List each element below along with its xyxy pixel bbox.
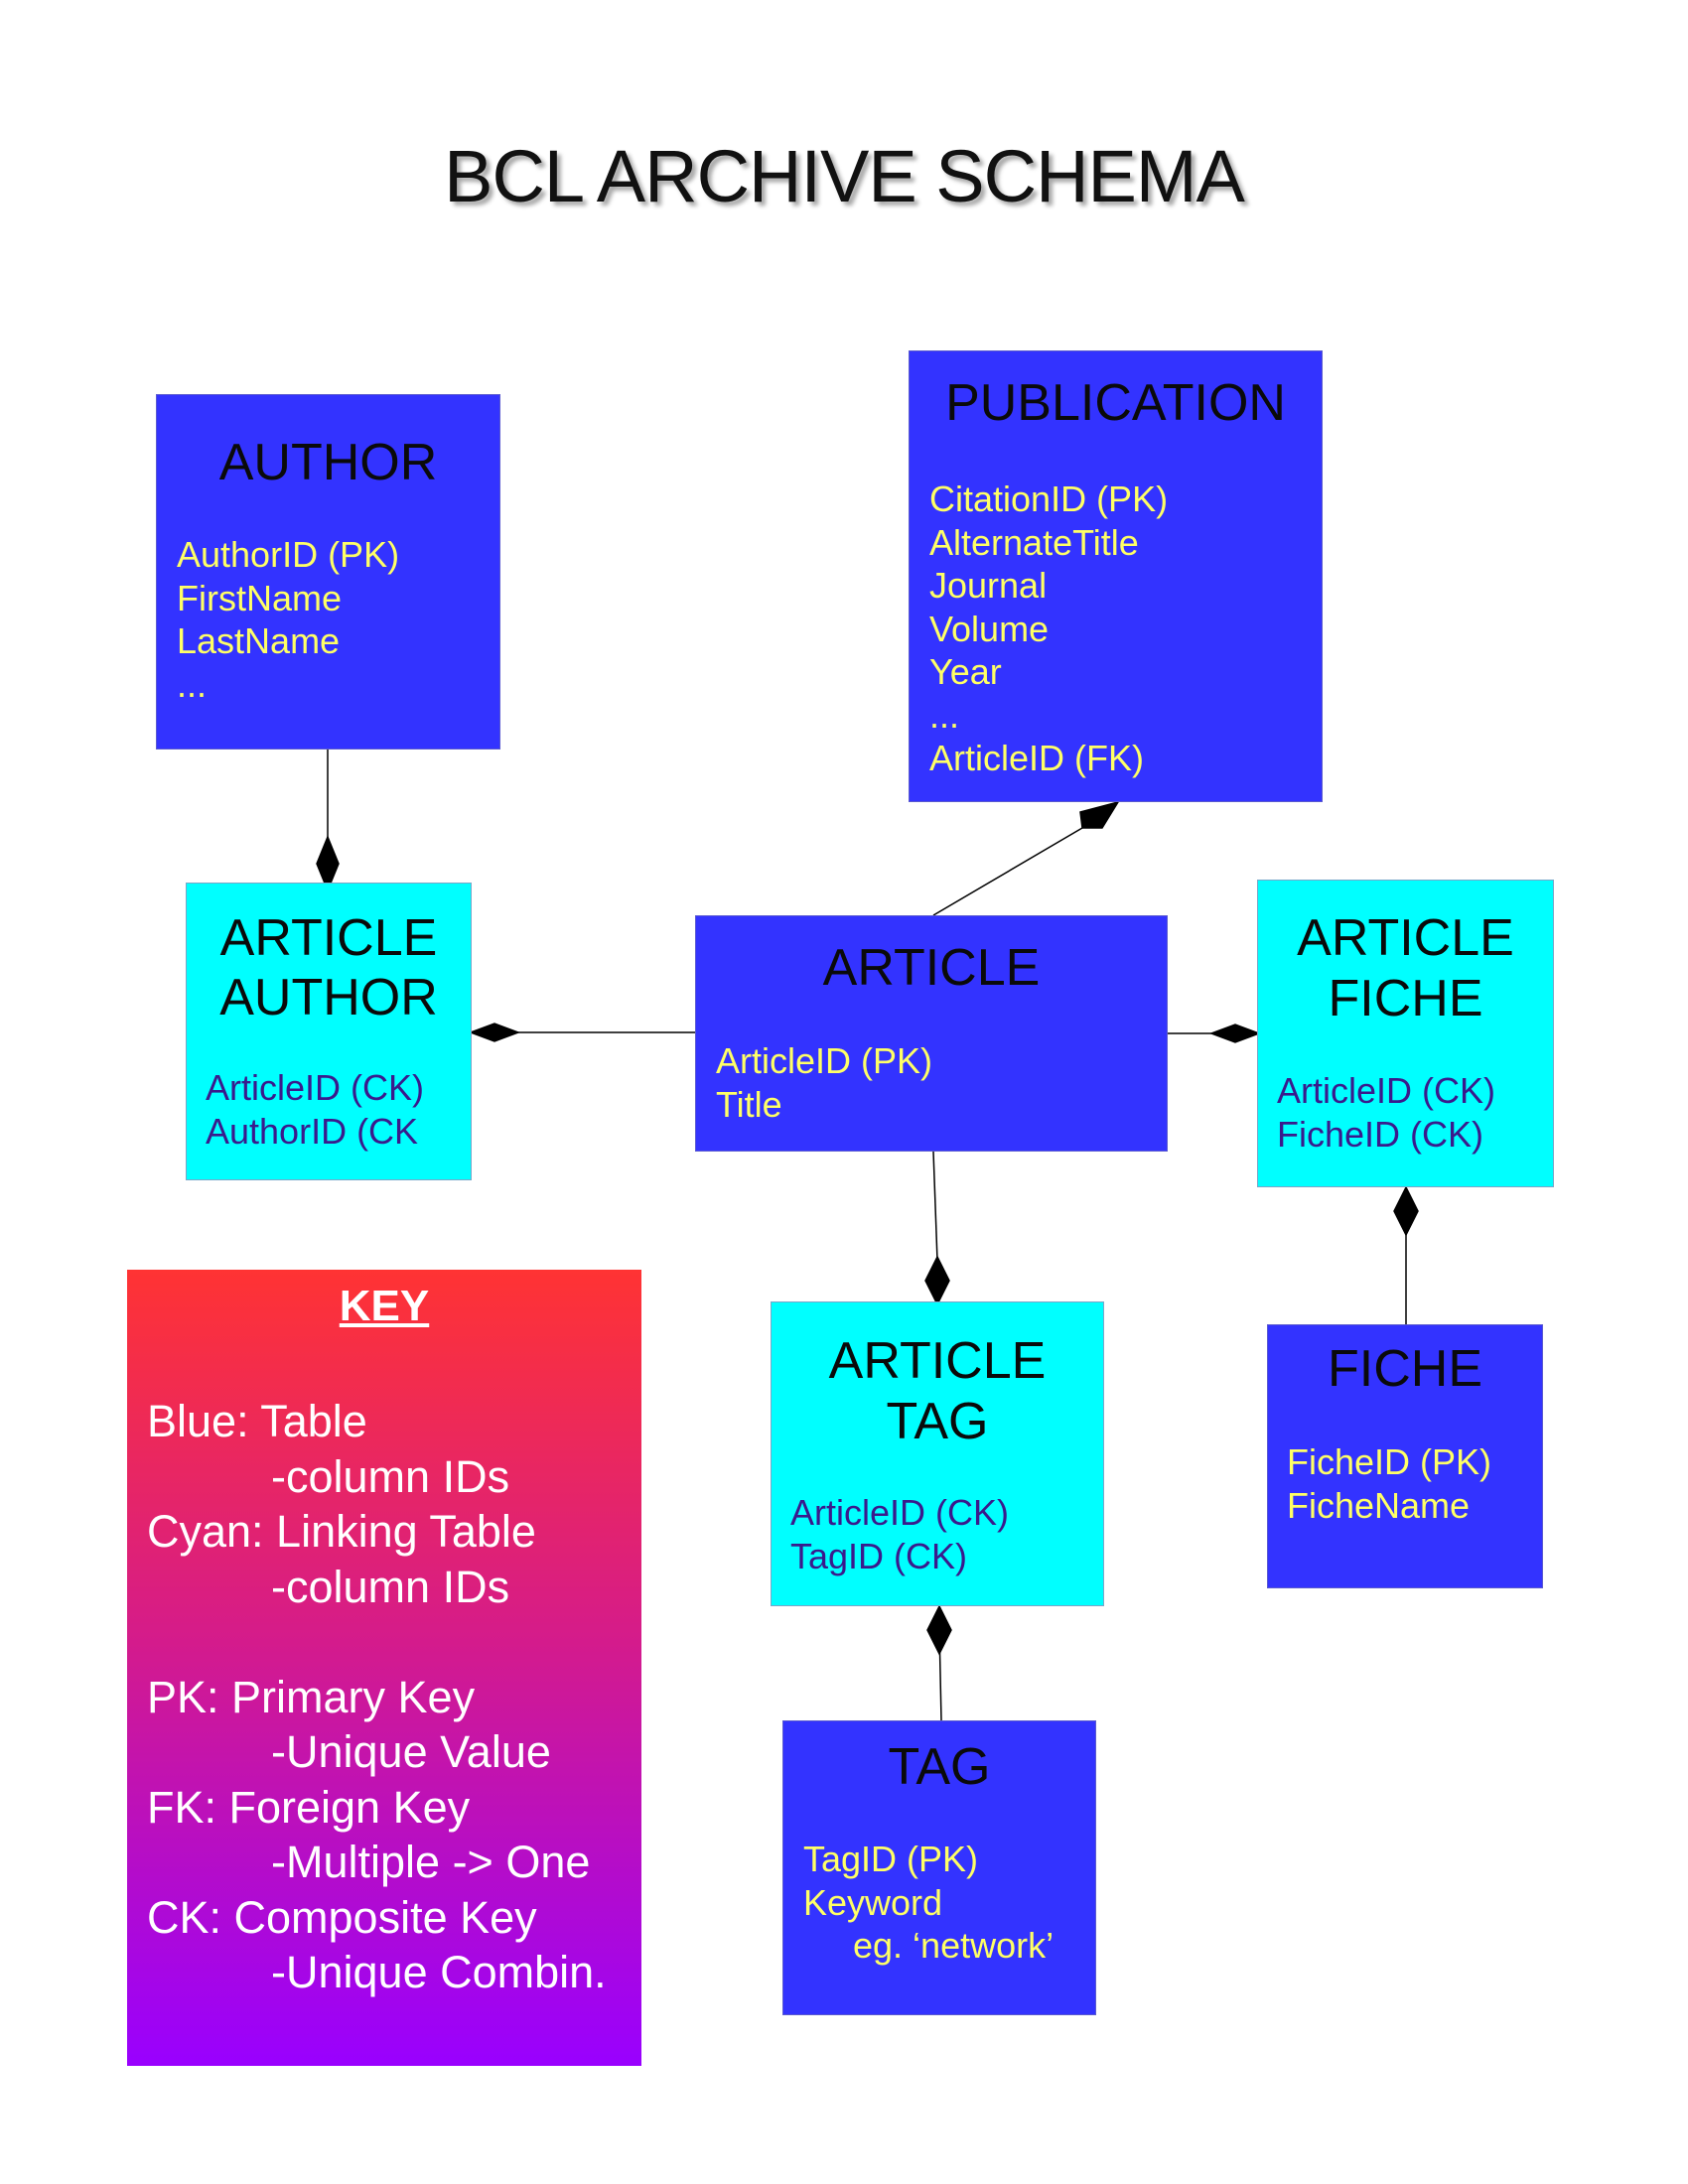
link-article-publication xyxy=(932,827,1083,916)
diamond-articlefiche-left xyxy=(1208,1024,1262,1043)
field: TagID (CK) xyxy=(790,1535,968,1576)
field: FicheID (CK) xyxy=(1277,1113,1484,1155)
diamond-publication-bottom xyxy=(1079,800,1120,829)
table-title: TAG xyxy=(888,1738,991,1796)
field: TagID (PK) xyxy=(803,1839,979,1879)
table-publication: PUBLICATION CitationID (PK) AlternateTit… xyxy=(909,350,1323,802)
key-legend: KEY Blue: Table -column IDs Cyan: Linkin… xyxy=(127,1270,641,2066)
field: Journal xyxy=(929,565,1048,606)
table-title-line2: TAG xyxy=(886,1393,989,1450)
linking-table-article-tag: ARTICLE TAG ArticleID (CK) TagID (CK) xyxy=(771,1301,1104,1606)
table-title-line1: ARTICLE xyxy=(1297,909,1514,967)
diamond-articlefiche-bottom xyxy=(1393,1185,1419,1237)
field: ArticleID (CK) xyxy=(1277,1070,1496,1111)
field-list: ArticleID (PK) Title xyxy=(716,1039,932,1126)
field: AuthorID (PK) xyxy=(177,534,400,575)
field: Title xyxy=(716,1083,782,1125)
linking-table-article-author: ARTICLE AUTHOR ArticleID (CK) AuthorID (… xyxy=(186,883,472,1180)
field-list: ArticleID (CK) AuthorID (CK xyxy=(206,1066,424,1153)
key-line: FK: Foreign Key xyxy=(147,1781,471,1833)
field: ArticleID (FK) xyxy=(929,738,1144,778)
field-list: FicheID (PK) FicheName xyxy=(1287,1440,1491,1527)
field: ArticleID (PK) xyxy=(716,1040,933,1081)
table-title: FICHE xyxy=(1328,1340,1482,1398)
field: eg. ‘network’ xyxy=(803,1925,1055,1966)
table-fiche: FICHE FicheID (PK) FicheName xyxy=(1267,1324,1543,1588)
field: Keyword xyxy=(803,1881,943,1923)
field: ... xyxy=(929,694,960,736)
table-title-line2: FICHE xyxy=(1328,970,1483,1027)
diamond-articletag-bottom xyxy=(926,1604,952,1656)
field-list: ArticleID (CK) TagID (CK) xyxy=(790,1491,1009,1577)
field-list: CitationID (PK) AlternateTitle Journal V… xyxy=(929,478,1168,780)
key-heading: KEY xyxy=(339,1282,430,1330)
table-title-line2: AUTHOR xyxy=(219,969,438,1026)
key-line: CK: Composite Key xyxy=(147,1891,537,1943)
diamond-articleauthor-right xyxy=(468,1023,521,1042)
field: FicheID (PK) xyxy=(1287,1441,1492,1482)
table-title-line1: ARTICLE xyxy=(828,1332,1047,1390)
field: Volume xyxy=(929,608,1050,649)
table-title: ARTICLE xyxy=(822,939,1041,997)
table-author: AUTHOR AuthorID (PK) FirstName LastName … xyxy=(156,394,500,750)
field: AuthorID (CK xyxy=(206,1110,419,1152)
diagram-title: BCL ARCHIVE SCHEMA xyxy=(444,135,1245,217)
table-title: PUBLICATION xyxy=(945,374,1286,432)
field-list: TagID (PK) Keyword eg. ‘network’ xyxy=(803,1838,1054,1968)
field: FirstName xyxy=(177,577,343,618)
linking-table-article-fiche: ARTICLE FICHE ArticleID (CK) FicheID (CK… xyxy=(1257,880,1554,1187)
key-line: -column IDs xyxy=(147,1450,510,1502)
key-line: PK: Primary Key xyxy=(147,1671,476,1722)
diamond-articletag-top xyxy=(924,1255,950,1306)
key-line: -Unique Value xyxy=(147,1726,551,1777)
field: ArticleID (CK) xyxy=(206,1067,425,1108)
table-tag: TAG TagID (PK) Keyword eg. ‘network’ xyxy=(782,1720,1096,2015)
field: ... xyxy=(177,663,208,705)
key-line: -column IDs xyxy=(147,1561,510,1612)
table-title-line1: ARTICLE xyxy=(219,909,438,967)
link-article-articletag xyxy=(932,1151,938,1262)
field: LastName xyxy=(177,620,341,661)
field: AlternateTitle xyxy=(929,521,1139,563)
key-line xyxy=(147,1614,607,1670)
table-title: AUTHOR xyxy=(218,434,438,491)
field: Year xyxy=(929,651,1002,692)
key-lines: Blue: Table -column IDs Cyan: Linking Ta… xyxy=(147,1394,607,2000)
field: FicheName xyxy=(1287,1484,1471,1526)
table-article: ARTICLE ArticleID (PK) Title xyxy=(695,915,1168,1152)
key-line: -Multiple -> One xyxy=(147,1837,591,1887)
key-line: -Unique Combin. xyxy=(147,1947,607,1997)
field-list: AuthorID (PK) FirstName LastName ... xyxy=(177,533,399,706)
key-line: Cyan: Linking Table xyxy=(147,1506,536,1557)
field: ArticleID (CK) xyxy=(790,1492,1010,1533)
key-line: Blue: Table xyxy=(147,1396,367,1446)
field-list: ArticleID (CK) FicheID (CK) xyxy=(1277,1069,1495,1156)
field: CitationID (PK) xyxy=(929,478,1169,519)
